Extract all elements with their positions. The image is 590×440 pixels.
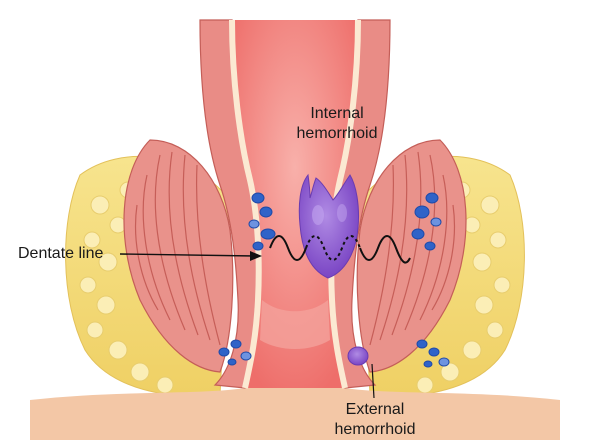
internal-hemorrhoid-label: Internal hemorrhoid [262, 104, 412, 144]
external-hemorrhoid [348, 347, 368, 365]
external-label-line-1: External [300, 400, 450, 420]
external-hemorrhoid-label: External hemorrhoid [300, 400, 450, 440]
external-label-line-2: hemorrhoid [300, 420, 450, 440]
internal-label-line-1: Internal [262, 104, 412, 124]
dentate-line-label: Dentate line [18, 244, 103, 264]
internal-label-line-2: hemorrhoid [262, 124, 412, 144]
skin-base [30, 388, 560, 440]
